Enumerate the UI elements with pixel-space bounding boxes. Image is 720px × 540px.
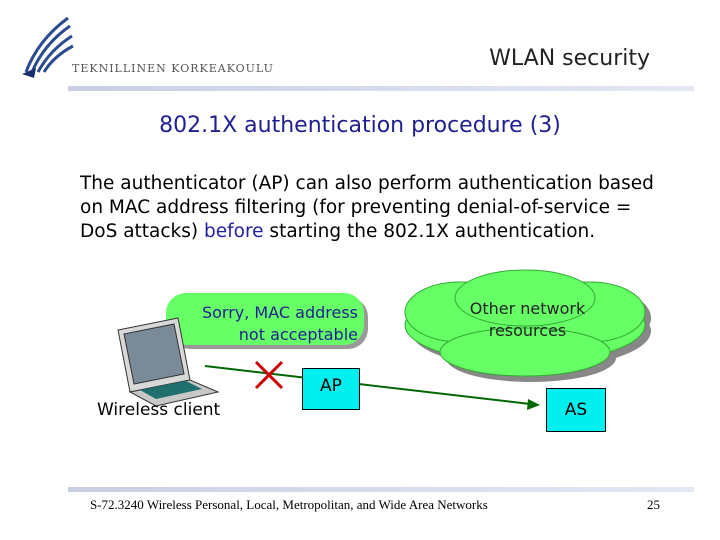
body-text-part: The authenticator (AP) can also perform … [80, 173, 654, 242]
network-cloud [404, 269, 646, 377]
header-title: WLAN security [489, 46, 650, 71]
cloud-label-line: Other network [469, 299, 586, 318]
footer-course: S-72.3240 Wireless Personal, Local, Metr… [90, 497, 488, 512]
arrowhead-icon [527, 399, 540, 410]
university-logo-icon [22, 16, 74, 78]
message-line: not acceptable [238, 325, 358, 344]
page-number: 25 [647, 497, 660, 512]
blocked-cross-icon [254, 360, 284, 390]
cloud-label-line: resources [488, 321, 567, 340]
cloud-label: Other network resources [440, 298, 615, 342]
footer-divider [68, 487, 694, 492]
wireless-client-label: Wireless client [97, 400, 221, 420]
rejection-message: Sorry, MAC address not acceptable [168, 302, 358, 346]
laptop-icon [117, 317, 220, 407]
slide-title: 802.1X authentication procedure (3) [159, 113, 561, 138]
message-bubble [166, 293, 368, 349]
body-text-part: starting the 802.1X authentication. [263, 221, 596, 242]
access-point-box: AP [302, 368, 360, 410]
authentication-server-box: AS [546, 388, 606, 432]
body-highlight: before [204, 221, 264, 242]
body-paragraph: The authenticator (AP) can also perform … [80, 172, 670, 244]
message-line: Sorry, MAC address [201, 303, 358, 322]
connection-arrow [204, 365, 531, 405]
header-divider [68, 86, 694, 91]
institution-name: TEKNILLINEN KORKEAKOULU [72, 62, 274, 75]
